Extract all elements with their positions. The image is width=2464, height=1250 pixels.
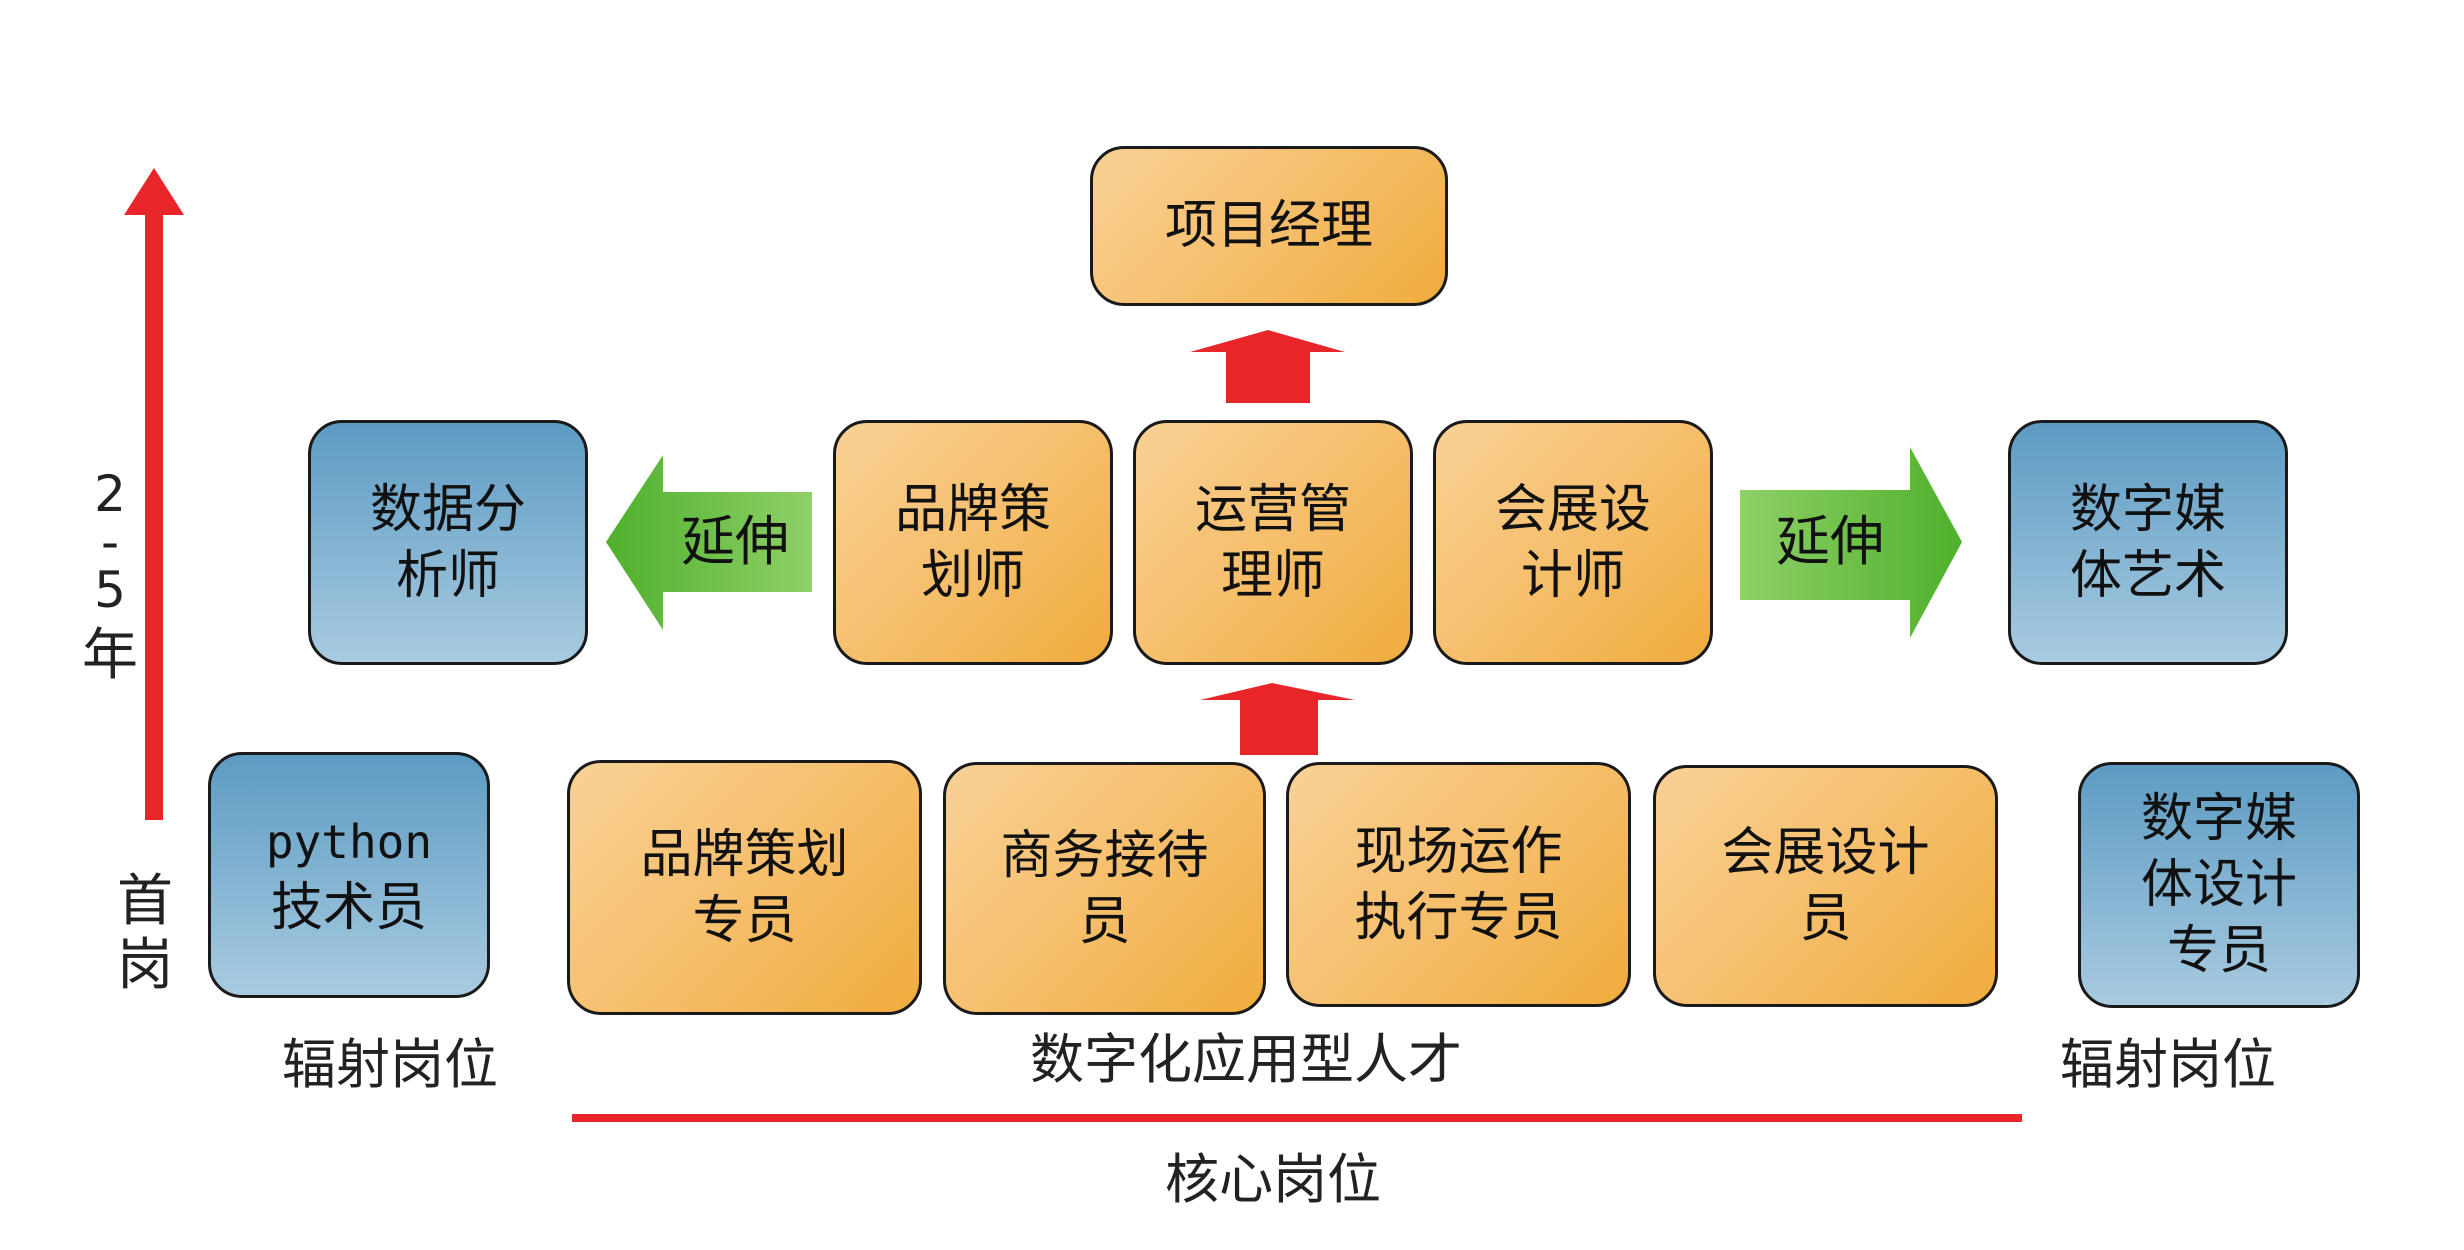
extend-right-text: 延伸 [1776,510,1884,573]
exhibition-design-staff-line: 员 [1799,889,1852,949]
years-char: - [100,513,120,571]
business-reception-line: 员 [1078,891,1131,952]
exhibition-designer-box: 会展设 计师 [1433,420,1713,665]
digital-media-design-line: 体设计 [2140,855,2297,915]
digital-media-art-box: 数字媒 体艺术 [2008,420,2288,665]
digital-media-art-line: 体艺术 [2069,545,2226,606]
data-analyst-box: 数据分 析师 [308,420,588,665]
brand-planner-line: 品牌策 [894,479,1051,540]
core-positions-line [572,1114,2022,1122]
business-reception-line: 商务接待 [1000,825,1209,886]
extend-left-text: 延伸 [681,510,789,573]
exhibition-designer-line: 会展设 [1494,479,1651,540]
digital-media-design-line: 专员 [2166,921,2271,981]
brand-specialist-line: 专员 [692,890,797,951]
extend-right-arrow [1740,447,1962,638]
brand-planner-box: 品牌策 划师 [833,420,1113,665]
digital-media-design-line: 数字媒 [2140,789,2297,849]
first-job-label: 首 岗 [105,870,185,998]
digital-talent-label: 数字化应用型人才 [1030,1028,1462,1091]
brand-specialist-box: 品牌策划 专员 [567,760,922,1015]
project-manager-text: 项目经理 [1164,196,1373,256]
digital-media-art-line: 数字媒 [2069,479,2226,540]
core-positions-label: 核心岗位 [1165,1148,1381,1211]
exhibition-designer-line: 计师 [1520,545,1625,606]
first-job-char: 首 [117,869,173,934]
onsite-ops-line: 执行专员 [1354,887,1563,948]
python-line: python [265,815,433,869]
brand-specialist-line: 品牌策划 [640,824,849,885]
brand-planner-line: 划师 [920,545,1025,606]
exhibition-design-staff-box: 会展设计 员 [1653,765,1998,1007]
years-char: 5 [94,561,126,619]
python-technician-box: python 技术员 [208,752,490,998]
onsite-ops-box: 现场运作 执行专员 [1286,762,1631,1007]
radiating-positions-left-label: 辐射岗位 [282,1033,498,1096]
data-analyst-line: 数据分 [369,479,526,540]
ops-manager-line: 运营管 [1194,479,1351,540]
years-label: 2 - 5 年 [70,465,150,688]
exhibition-design-staff-line: 会展设计 [1721,823,1930,883]
extend-left-arrow [606,455,812,630]
python-line: 技术员 [270,878,427,938]
onsite-ops-line: 现场运作 [1354,821,1563,882]
radiating-positions-right-label: 辐射岗位 [2060,1033,2276,1096]
timeline-arrow [124,168,184,820]
project-manager-box: 项目经理 [1090,146,1448,306]
years-char: 2 [94,465,126,523]
first-job-char: 岗 [117,933,173,998]
up-arrow-top [1190,330,1345,403]
years-char: 年 [82,623,138,688]
ops-manager-box: 运营管 理师 [1133,420,1413,665]
digital-media-design-box: 数字媒 体设计 专员 [2078,762,2360,1008]
data-analyst-line: 析师 [395,545,500,606]
business-reception-box: 商务接待 员 [943,762,1266,1015]
ops-manager-line: 理师 [1220,545,1325,606]
up-arrow-middle [1200,683,1355,755]
